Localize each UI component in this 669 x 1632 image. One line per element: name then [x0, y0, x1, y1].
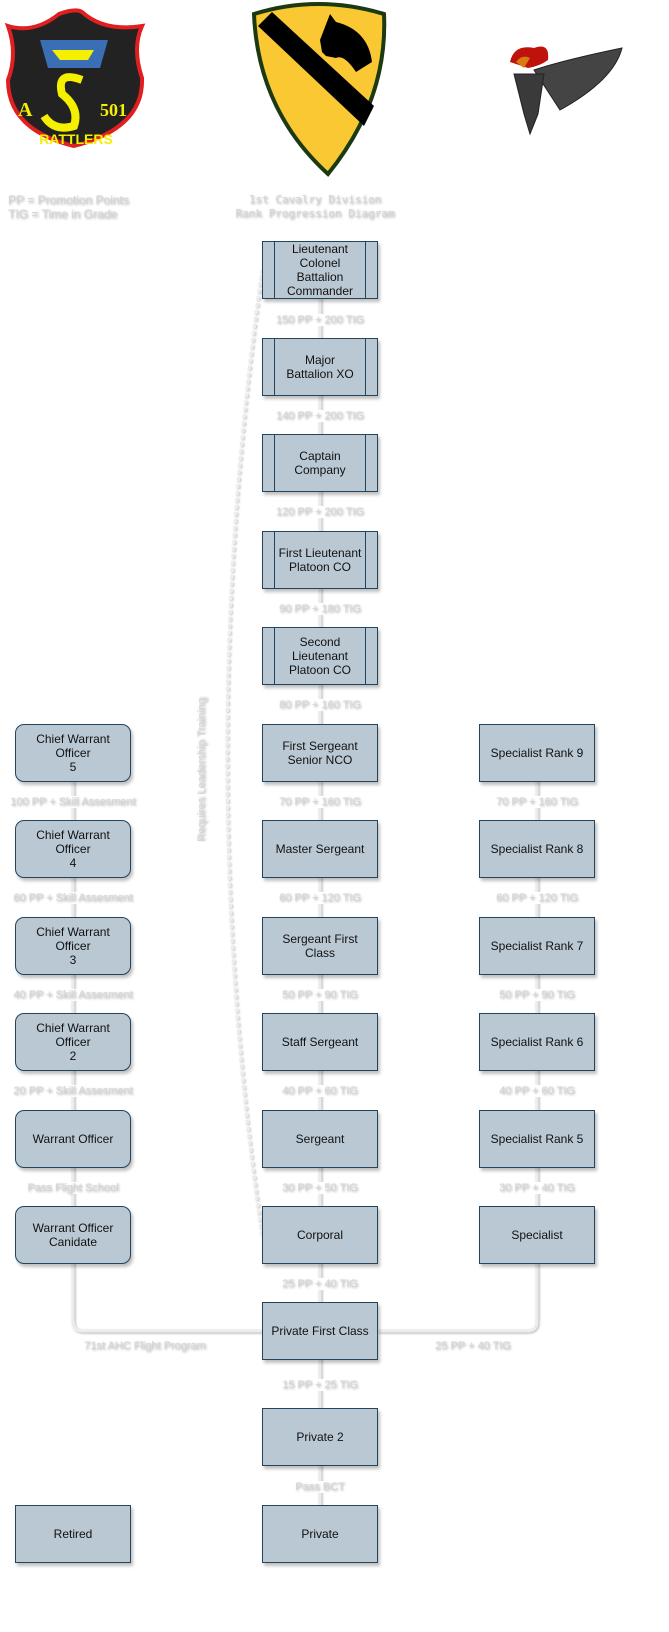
rank-label: Chief Warrant Officer 4	[36, 828, 110, 870]
rank-node-warrant[interactable]: Chief Warrant Officer 4	[15, 820, 131, 878]
rank-label: Specialist Rank 5	[490, 1132, 584, 1146]
rank-node-specialist[interactable]: Specialist Rank 5	[479, 1110, 595, 1168]
rank-label: Chief Warrant Officer 3	[36, 925, 110, 967]
rank-label: Private 2	[296, 1430, 344, 1444]
diagram-title: 1st Cavalry Division Rank Progression Di…	[230, 193, 400, 221]
rank-node-center[interactable]: Staff Sergeant	[262, 1013, 378, 1071]
rank-node-warrant[interactable]: Chief Warrant Officer 3	[15, 917, 131, 975]
rank-node-center[interactable]: First Sergeant Senior NCO	[262, 724, 378, 782]
rank-node-center[interactable]: Sergeant	[262, 1110, 378, 1168]
requirement-label: 30 PP + 50 TIG	[280, 1182, 360, 1194]
flight-program-label: 71st AHC Flight Program	[82, 1340, 208, 1352]
rank-label: Lieutenant Colonel Battalion Commander	[286, 242, 354, 298]
rank-label: Chief Warrant Officer 2	[36, 1021, 110, 1063]
rank-label: Specialist Rank 8	[490, 842, 584, 856]
requirement-label: 20 PP + Skill Assesment	[11, 1085, 135, 1097]
rank-label: Major Battalion XO	[286, 353, 354, 381]
legend-tig: TIG = Time in Grade	[8, 207, 118, 221]
rank-label: Private First Class	[271, 1324, 369, 1338]
requirement-label: 50 PP + 90 TIG	[497, 989, 577, 1001]
rank-node-warrant[interactable]: Chief Warrant Officer 5	[15, 724, 131, 782]
requirement-label: 25 PP + 40 TIG	[280, 1278, 360, 1290]
rank-node-warrant[interactable]: Chief Warrant Officer 2	[15, 1013, 131, 1071]
requirement-label: 80 PP + 160 TIG	[277, 699, 363, 711]
title-line-1: 1st Cavalry Division	[248, 193, 382, 206]
rank-node-center[interactable]: Private	[262, 1505, 378, 1563]
rank-label: Warrant Officer	[32, 1132, 114, 1146]
rank-label: First Sergeant Senior NCO	[282, 739, 358, 767]
rank-node-center[interactable]: First Lieutenant Platoon CO	[262, 531, 378, 589]
requirement-label: 120 PP + 200 TIG	[274, 506, 366, 518]
requirement-label: 40 PP + Skill Assesment	[11, 989, 135, 1001]
rank-label: Master Sergeant	[275, 842, 365, 856]
rank-label: Warrant Officer Canidate	[32, 1221, 114, 1249]
rank-label: Retired	[53, 1527, 93, 1541]
requirement-label: 60 PP + 120 TIG	[277, 892, 363, 904]
requirement-label: 90 PP + 180 TIG	[277, 603, 363, 615]
rank-label: Corporal	[296, 1228, 344, 1242]
rank-node-specialist[interactable]: Specialist Rank 7	[479, 917, 595, 975]
rank-label: Sergeant	[295, 1132, 345, 1146]
requirement-label: 40 PP + 60 TIG	[280, 1085, 360, 1097]
rank-node-center[interactable]: Sergeant First Class	[262, 917, 378, 975]
pathfinder-logo	[510, 46, 623, 136]
rank-node-center[interactable]: Lieutenant Colonel Battalion Commander	[262, 241, 378, 299]
rank-node-specialist[interactable]: Specialist Rank 8	[479, 820, 595, 878]
rattlers-logo: A 501 RATTLERS	[4, 8, 146, 149]
rank-label: Specialist	[511, 1228, 563, 1242]
svg-text:A: A	[18, 99, 33, 121]
rank-label: Specialist Rank 6	[490, 1035, 584, 1049]
requirement-label: 100 PP + Skill Assesment	[8, 796, 138, 808]
rank-label: Chief Warrant Officer 5	[36, 732, 110, 774]
requirement-label: 30 PP + 40 TIG	[497, 1182, 577, 1194]
requirement-label: 70 PP + 160 TIG	[277, 796, 363, 808]
rank-label: Private	[301, 1527, 339, 1541]
rank-node-center[interactable]: Private 2	[262, 1408, 378, 1466]
requirement-label: 140 PP + 200 TIG	[274, 410, 366, 422]
cavalry-logo	[251, 2, 387, 177]
rank-node-retired[interactable]: Retired	[15, 1505, 131, 1563]
rank-node-specialist[interactable]: Specialist Rank 9	[479, 724, 595, 782]
requirement-label: 15 PP + 25 TIG	[280, 1379, 360, 1391]
rank-node-warrant[interactable]: Warrant Officer Canidate	[15, 1206, 131, 1264]
rank-label: Specialist Rank 9	[490, 746, 584, 760]
rank-node-center[interactable]: Corporal	[262, 1206, 378, 1264]
leadership-training-label: Requires Leadership Training	[196, 698, 208, 842]
requirement-label: Pass Flight School	[25, 1182, 121, 1194]
requirement-label: 60 PP + Skill Assesment	[11, 892, 135, 904]
specialist-branch-label: 25 PP + 40 TIG	[433, 1340, 513, 1352]
rank-label: Second Lieutenant Platoon CO	[288, 635, 352, 677]
rank-label: Captain Company	[294, 449, 346, 477]
rank-node-specialist[interactable]: Specialist	[479, 1206, 595, 1264]
svg-text:501: 501	[100, 100, 127, 120]
legend-pp: PP = Promotion Points	[8, 193, 129, 207]
rank-label: Staff Sergeant	[281, 1035, 359, 1049]
legend: PP = Promotion Points TIG = Time in Grad…	[8, 193, 129, 221]
requirement-label: 40 PP + 60 TIG	[497, 1085, 577, 1097]
rank-node-warrant[interactable]: Warrant Officer	[15, 1110, 131, 1168]
rank-label: Sergeant First Class	[282, 932, 358, 960]
rank-label: First Lieutenant Platoon CO	[278, 546, 362, 574]
requirement-label: Pass BCT	[293, 1481, 347, 1493]
svg-text:RATTLERS: RATTLERS	[39, 131, 113, 147]
rank-node-center[interactable]: Second Lieutenant Platoon CO	[262, 627, 378, 685]
rank-node-center[interactable]: Major Battalion XO	[262, 338, 378, 396]
title-line-2: Rank Progression Diagram	[235, 207, 395, 220]
requirement-label: 70 PP + 160 TIG	[494, 796, 580, 808]
rank-node-center[interactable]: Master Sergeant	[262, 820, 378, 878]
leadership-connector	[225, 269, 264, 1236]
rank-label: Specialist Rank 7	[490, 939, 584, 953]
specialist-connector	[378, 740, 539, 1333]
requirement-label: 60 PP + 120 TIG	[494, 892, 580, 904]
warrant-connector	[71, 740, 262, 1333]
rank-node-center[interactable]: Captain Company	[262, 434, 378, 492]
requirement-label: 50 PP + 90 TIG	[280, 989, 360, 1001]
rank-node-center[interactable]: Private First Class	[262, 1302, 378, 1360]
requirement-label: 150 PP + 200 TIG	[274, 314, 366, 326]
rank-node-specialist[interactable]: Specialist Rank 6	[479, 1013, 595, 1071]
